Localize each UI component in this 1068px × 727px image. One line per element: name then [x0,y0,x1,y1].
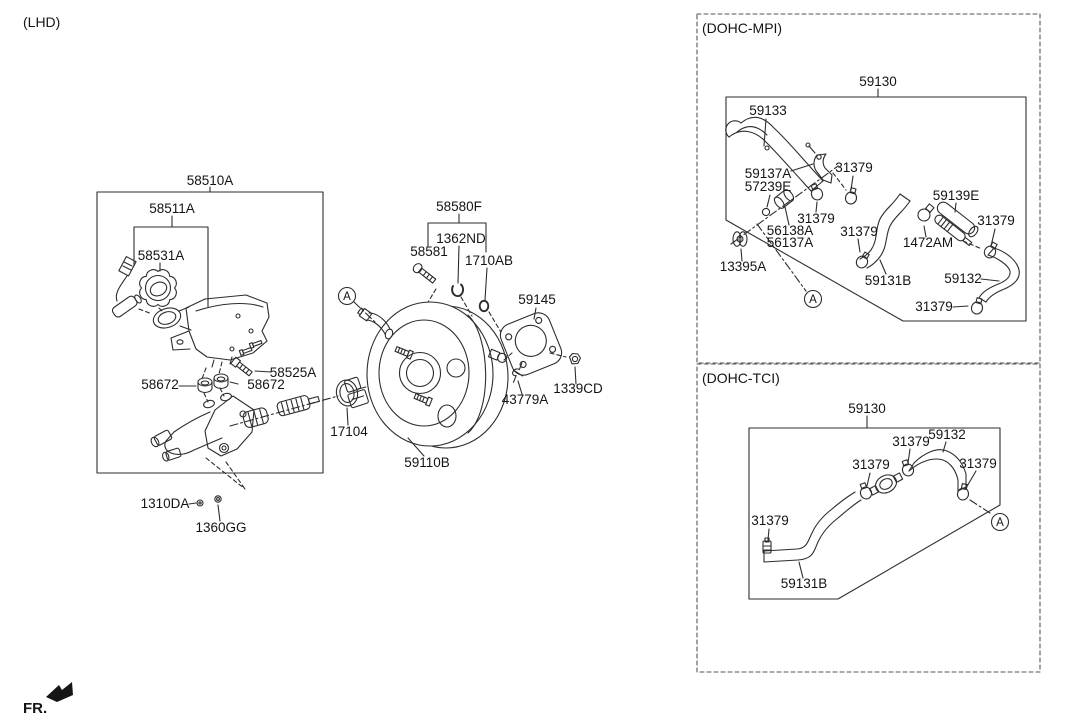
mpi-tube-1472am [917,203,935,222]
dohc-tci-section: (DOHC-TCI) 59130 31379 59131B 31379 [696,363,1041,673]
callout-13395A: 13395A [720,259,767,274]
dohc-tci-title: (DOHC-TCI) [702,370,780,386]
callout-43779A: 43779A [502,392,549,407]
o-ring-17104 [335,379,359,407]
snap-clip [512,362,524,383]
tci-check-valve [868,472,904,496]
mpi-clamp-d [983,241,998,259]
mpi-clamp-e [970,297,984,315]
front-direction: FR. [23,682,73,717]
view-a-marker-main: A [337,286,357,306]
reservoir-bolt [196,499,204,507]
mpi-damper-ball [761,207,771,217]
booster-body [344,301,509,449]
callout-58580F: 58580F [436,199,482,214]
callout-tci-31379-mid: 31379 [852,457,890,472]
callout-tci-31379-right: 31379 [959,456,997,471]
tci-clamp-mid [859,482,873,500]
master-cylinder-box [96,191,324,474]
callout-tci-31379-top: 31379 [892,434,930,449]
callout-tci-59131B: 59131B [781,576,828,591]
callout-1472AM: 1472AM [903,235,953,250]
mpi-hose-59131b [859,193,911,269]
tci-fitting [762,537,772,554]
small-o-ring [478,299,490,313]
callout-mpi-31379-left: 31379 [797,211,835,226]
callout-58525A: 58525A [270,365,317,380]
reservoir-washer [214,495,222,503]
dohc-mpi-title: (DOHC-MPI) [702,20,782,36]
callout-mpi-31379-top: 31379 [835,160,873,175]
callout-59139E: 59139E [933,188,980,203]
dohc-mpi-section: (DOHC-MPI) 59130 59133 59137A 57239E [696,13,1041,364]
tci-clamp-end [956,483,970,501]
booster-gasket [499,312,563,376]
mounting-nut [568,352,582,365]
spring-clip [451,283,465,298]
callout-mpi-59131B: 59131B [865,273,912,288]
grommet-right [213,373,229,390]
tci-hose-59132 [908,449,967,492]
fr-direction-arrow-icon [46,682,73,702]
callout-59133: 59133 [749,103,787,118]
callout-mpi-59130: 59130 [859,74,897,89]
mpi-hose-59139e [934,201,979,247]
reservoir-cap [139,269,177,307]
mpi-bracket [805,142,833,184]
dohc-tci-inner-box [748,427,1001,600]
callout-58511A: 58511A [149,201,195,216]
primary-piston-kit [242,407,269,428]
callout-17104: 17104 [330,424,368,439]
reservoir-tank [152,294,270,368]
callout-1310DA: 1310DA [141,496,190,511]
callout-56138A: 56138A [767,223,814,238]
drive-variant-label: (LHD) [23,14,60,30]
callout-1710AB: 1710AB [465,253,513,268]
callout-59110B: 59110B [404,455,450,470]
fluid-level-sensor [111,256,142,318]
brake-booster-group: 58580F 58581 1362ND 1710AB [337,199,603,470]
mpi-clamp-a [810,183,824,201]
callout-58531A: 58531A [138,248,185,263]
callout-mpi-31379-right: 31379 [977,213,1015,228]
callout-58672-right: 58672 [247,377,285,392]
callout-58510A: 58510A [187,173,234,188]
dohc-mpi-inner-box [725,96,1027,322]
view-a-marker-mpi: A [803,289,823,309]
secondary-piston-kit [276,395,320,417]
callout-59137A: 59137A [745,166,792,181]
callout-mpi-59132: 59132 [944,271,982,286]
callout-1360GG: 1360GG [195,520,246,535]
callout-59145: 59145 [518,292,556,307]
view-a-marker-tci: A [990,512,1010,532]
mounting-bolt [412,263,437,284]
callout-mpi-31379-mid: 31379 [840,224,878,239]
callout-1362ND: 1362ND [436,231,486,246]
grommet-left [197,377,213,394]
master-cylinder-body [150,392,255,462]
callout-mpi-31379-bottom: 31379 [915,299,953,314]
callout-56137A: 56137A [767,235,814,250]
callout-tci-59130: 59130 [848,401,886,416]
svg-text:A: A [996,517,1004,529]
tci-hose-59131b [763,491,862,563]
callout-58581: 58581 [410,244,448,259]
callout-57239E: 57239E [745,179,792,194]
dohc-tci-dashed-box [696,363,1041,673]
callout-tci-59132: 59132 [928,427,966,442]
master-cylinder-assembly-group: 58510A 58511A 58531A [96,173,339,535]
bleeder-screw [230,356,253,377]
mpi-clamp-c [855,251,870,269]
callout-tci-31379-left: 31379 [751,513,789,528]
callout-1339CD: 1339CD [553,381,603,396]
svg-text:A: A [809,294,817,306]
callout-58672-left: 58672 [141,377,179,392]
svg-text:A: A [343,291,351,303]
dohc-mpi-dashed-box [696,13,1041,364]
fr-label: FR. [23,700,47,717]
